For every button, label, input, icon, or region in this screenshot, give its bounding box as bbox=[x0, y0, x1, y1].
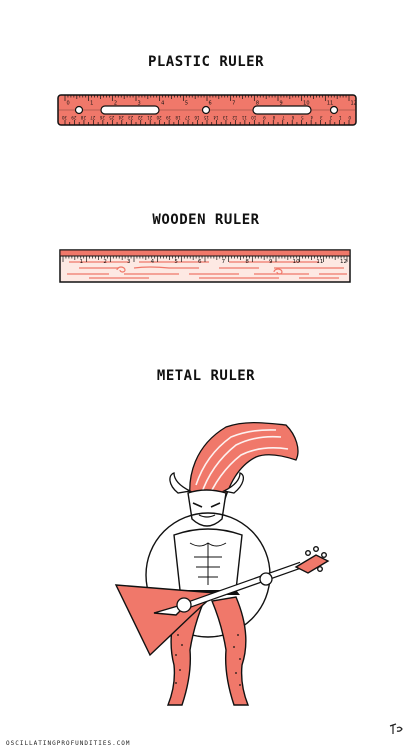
wood-inch-label: 2 bbox=[103, 259, 107, 265]
plastic-cm-label: 17 bbox=[185, 115, 191, 120]
wood-inch-label: 9 bbox=[269, 259, 273, 265]
plastic-cm-label: 9 bbox=[263, 115, 266, 120]
plastic-cm-label: 11 bbox=[241, 115, 247, 120]
plastic-inch-label: 1 bbox=[90, 101, 93, 107]
plastic-inch-label: 3 bbox=[138, 101, 141, 107]
plastic-cm-label: 20 bbox=[156, 115, 162, 120]
wood-inch-label: 10 bbox=[293, 259, 300, 265]
plastic-cm-label: 19 bbox=[166, 115, 172, 120]
plastic-cm-label: 29 bbox=[71, 115, 77, 120]
plastic-inch-label: 6 bbox=[209, 101, 212, 107]
wood-inch-label: 11 bbox=[316, 259, 323, 265]
plastic-inch-label: 2 bbox=[114, 101, 117, 107]
plastic-cm-label: 24 bbox=[118, 115, 124, 120]
artist-signature bbox=[389, 723, 403, 734]
wood-inch-label: 7 bbox=[222, 259, 226, 265]
plastic-cm-label: 5 bbox=[301, 115, 304, 120]
plastic-cm-label: 12 bbox=[232, 115, 238, 120]
wood-inch-label: 8 bbox=[245, 259, 249, 265]
plastic-inch-label: 9 bbox=[280, 101, 283, 107]
ruler-slot bbox=[100, 105, 160, 115]
plastic-inch-label: 7 bbox=[232, 101, 235, 107]
wood-inch-label: 1 bbox=[80, 259, 84, 265]
plastic-cm-label: 10 bbox=[251, 115, 257, 120]
plastic-ruler-caption: PLASTIC RULER bbox=[147, 54, 265, 70]
plastic-inch-label: 8 bbox=[256, 101, 259, 107]
plastic-cm-label: 23 bbox=[128, 115, 134, 120]
metal-ruler-caption: METAL RULER bbox=[156, 368, 256, 384]
plastic-inch-label: 0 bbox=[67, 101, 70, 107]
site-footer: OSCILLATINGPROFUNDITIES.COM bbox=[6, 740, 131, 747]
plastic-cm-label: 28 bbox=[80, 115, 86, 120]
plastic-cm-label: 16 bbox=[194, 115, 200, 120]
plastic-inch-label: 12 bbox=[351, 101, 357, 107]
right-horn bbox=[222, 472, 245, 494]
ruler-hole bbox=[329, 105, 339, 115]
wooden-ruler-caption: WOODEN RULER bbox=[152, 212, 260, 228]
plastic-cm-label: 0 bbox=[348, 115, 351, 120]
plastic-cm-label: 25 bbox=[109, 115, 115, 120]
plastic-inch-label: 10 bbox=[303, 101, 309, 107]
plastic-cm-label: 22 bbox=[137, 115, 143, 120]
plastic-cm-label: 3 bbox=[320, 115, 323, 120]
plastic-cm-label: 13 bbox=[222, 115, 228, 120]
plastic-cm-label: 27 bbox=[90, 115, 96, 120]
left-horn bbox=[169, 472, 193, 494]
plastic-cm-label: 1 bbox=[339, 115, 342, 120]
ruler-hole bbox=[201, 105, 211, 115]
plastic-inch-label: 4 bbox=[161, 101, 164, 107]
plastic-cm-label: 15 bbox=[203, 115, 209, 120]
plastic-cm-label: 18 bbox=[175, 115, 181, 120]
metal-ruler-rocker-illustration bbox=[114, 421, 330, 706]
plastic-cm-label: 26 bbox=[99, 115, 105, 120]
plastic-cm-label: 6 bbox=[291, 115, 294, 120]
right-hand bbox=[259, 572, 273, 586]
plastic-cm-label: 4 bbox=[310, 115, 313, 120]
plastic-cm-label: 7 bbox=[282, 115, 285, 120]
plastic-cm-label: 2 bbox=[329, 115, 332, 120]
plastic-inch-label: 11 bbox=[327, 101, 333, 107]
wood-inch-label: 12 bbox=[340, 259, 347, 265]
wood-inch-label: 5 bbox=[174, 259, 178, 265]
wood-inch-label: 6 bbox=[198, 259, 202, 265]
wood-inch-label: 4 bbox=[151, 259, 155, 265]
ruler-hole bbox=[74, 105, 84, 115]
head bbox=[187, 489, 227, 527]
left-hand bbox=[176, 597, 192, 613]
plastic-cm-label: 21 bbox=[147, 115, 153, 120]
wood-inch-label: 3 bbox=[127, 259, 131, 265]
ruler-slot bbox=[252, 105, 312, 115]
plastic-cm-label: 14 bbox=[213, 115, 219, 120]
plastic-cm-label: 8 bbox=[272, 115, 275, 120]
plastic-cm-label: 30 bbox=[61, 115, 67, 120]
plastic-inch-label: 5 bbox=[185, 101, 188, 107]
